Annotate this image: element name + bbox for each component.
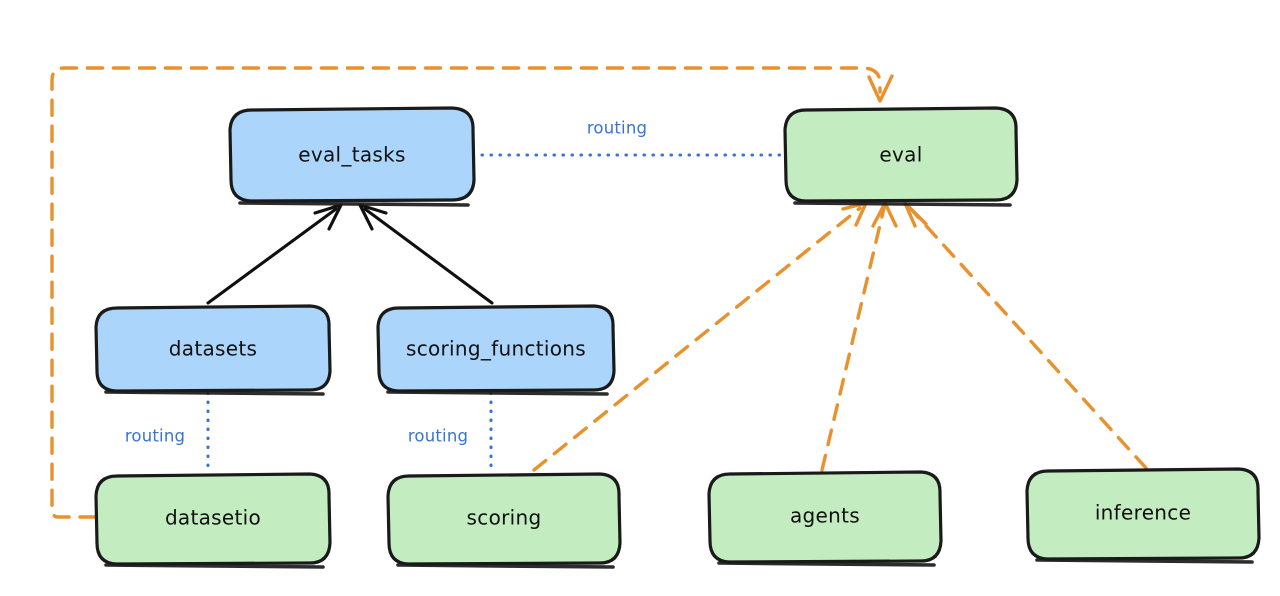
node-scoring[interactable]: scoring [386,472,622,569]
edge-datasets-eval_tasks [206,203,343,305]
node-inference[interactable]: inference [1025,467,1261,564]
node-inference-label: inference [1095,501,1191,525]
edge-scoringfn-eval_tasks-line [363,207,494,305]
node-scoring_functions-label: scoring_functions [406,337,586,361]
edge-datasets-eval_tasks-line [206,207,338,305]
edge-inference-eval-line [907,205,1148,470]
node-eval-label: eval [879,143,922,167]
node-datasets-box [94,304,332,393]
edge-datasetio-eval-arrowhead [867,74,894,103]
node-eval_tasks[interactable]: eval_tasks [228,106,476,207]
node-datasets-label: datasets [169,337,257,361]
node-datasetio-box [94,472,332,566]
node-eval-box [783,106,1019,203]
node-scoring-box [386,472,622,566]
edge-label-routing-scoringfn-scoring: routing [408,427,468,446]
edge-inference-eval [903,201,1148,470]
edge-scoringfn-eval_tasks [358,203,494,305]
node-eval[interactable]: eval [783,106,1019,207]
node-scoring_functions[interactable]: scoring_functions [376,304,616,396]
edge-inference-eval-arrowhead [903,201,928,228]
edge-datasetio-eval-line [50,66,882,519]
node-scoring-label: scoring [467,506,542,530]
node-eval-shadow [793,201,1012,207]
node-agents[interactable]: agents [707,470,943,567]
node-eval_tasks-shadow [238,201,470,207]
node-datasetio[interactable]: datasetio [94,472,332,569]
node-datasetio-label: datasetio [165,506,261,530]
node-agents-label: agents [790,504,860,528]
edge-agents-eval [820,201,898,472]
node-datasets[interactable]: datasets [94,304,332,396]
edge-agents-eval-arrowhead [871,201,898,228]
node-agents-box [707,470,943,564]
node-inference-box [1025,467,1261,561]
edge-label-routing-eval_tasks-eval: routing [587,119,647,138]
edge-agents-eval-line [820,206,886,472]
edge-scoring-eval-arrowhead [841,201,868,227]
edge-label-routing-datasets-datasetio: routing [125,427,185,446]
edge-scoring-eval-line [532,206,862,472]
node-eval_tasks-box [228,106,476,203]
node-scoring_functions-box [376,304,616,393]
node-eval_tasks-label: eval_tasks [298,143,405,167]
edge-datasetio-eval [50,66,894,519]
